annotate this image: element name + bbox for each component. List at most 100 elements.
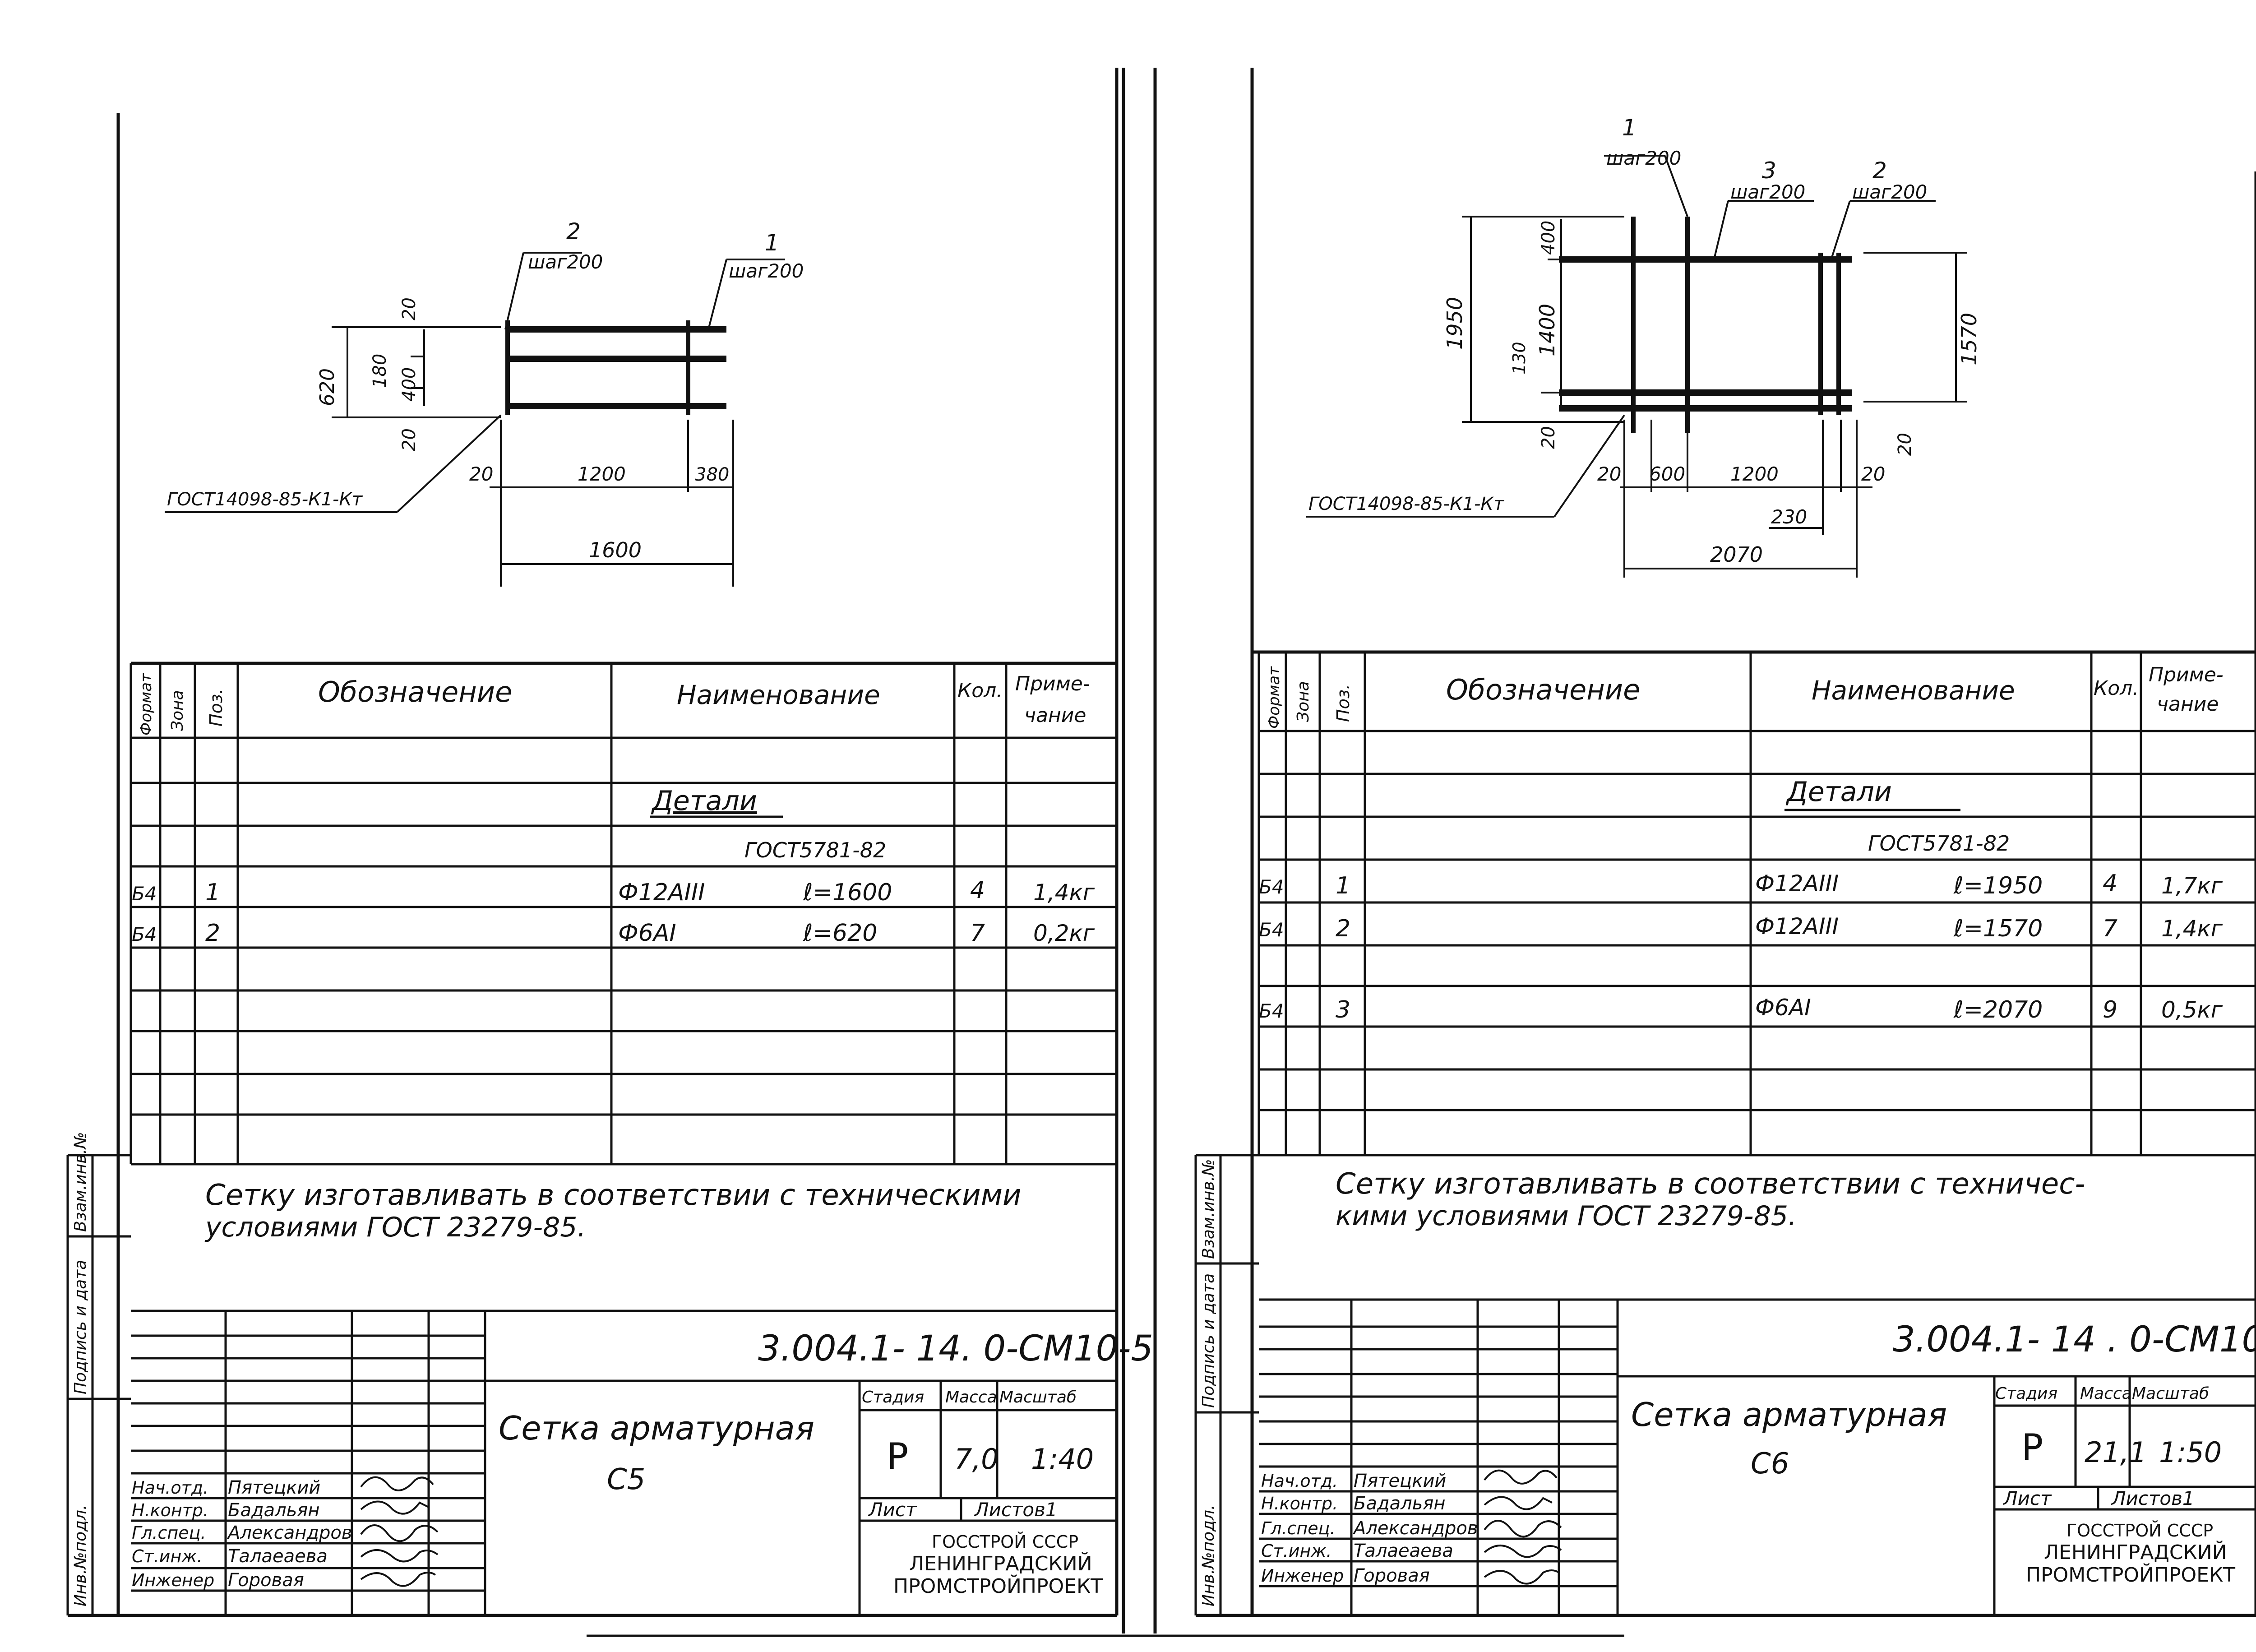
right-dim-1950: 1950: [1442, 297, 1467, 350]
right-scale-label: Масштаб: [2132, 1384, 2209, 1403]
left-header-zone: Зона: [168, 690, 187, 731]
right-sig2-name: Бадальян: [1354, 1493, 1445, 1514]
right-stage-label: Стадия: [1995, 1384, 2057, 1403]
left-org-line2: ЛЕНИНГРАДСКИЙ: [909, 1551, 1092, 1575]
left-row1-qty: 4: [970, 877, 985, 904]
left-row1-length: ℓ=1600: [803, 879, 892, 906]
left-callout-1-text: шаг200: [729, 260, 804, 282]
right-callout-3-num: 3: [1762, 157, 1776, 184]
left-sig2-role: Н.контр.: [132, 1500, 208, 1520]
right-dim-1400: 1400: [1535, 304, 1559, 356]
left-sig4-role: Ст.инж.: [132, 1546, 203, 1566]
right-tech-note-line2: кими условиями ГОСТ 23279-85.: [1336, 1200, 1797, 1232]
right-row3-length: ℓ=2070: [1953, 996, 2043, 1023]
left-title-line2: С5: [607, 1463, 645, 1496]
left-handwritten-signatures: [360, 1476, 439, 1587]
right-row3-name: Ф6АI: [1755, 995, 1811, 1021]
left-row2-format: Б4: [132, 923, 157, 945]
left-sig2-name: Бадальян: [228, 1500, 319, 1521]
right-row2-format: Б4: [1259, 919, 1284, 941]
left-doc-code: 3.004.1- 14. 0-СМ10-5: [758, 1328, 1153, 1369]
left-sig5-role: Инженер: [132, 1570, 214, 1590]
right-side-inv: Инв.№подл.: [1199, 1505, 1218, 1606]
left-dim-1600: 1600: [589, 538, 642, 562]
left-row2-note: 0,2кг: [1033, 920, 1095, 946]
right-callout-2-num: 2: [1872, 157, 1887, 184]
right-dim-600: 600: [1649, 463, 1685, 485]
right-row3-pos: 3: [1336, 996, 1350, 1023]
left-row1-note: 1,4кг: [1033, 879, 1095, 906]
right-row2-name: Ф12АIII: [1755, 913, 1839, 939]
left-sig3-name: Александров: [227, 1522, 352, 1543]
left-sig4-name: Талаеаева: [228, 1546, 328, 1567]
right-header-designation: Обозначение: [1446, 673, 1640, 706]
right-side-strip: Взам.инв.№ Подпись и дата Инв.№подл.: [1194, 1154, 1259, 1615]
left-stage: Р: [887, 1435, 908, 1477]
left-dim-620: 620: [316, 368, 339, 406]
right-callout-3-text: шаг200: [1730, 181, 1805, 203]
left-standard: ГОСТ5781-82: [744, 838, 886, 862]
right-sheet: 1 шаг200 3 шаг200 2 шаг200 1950 400 1400…: [1194, 68, 2256, 1617]
right-header-qty: Кол.: [2094, 677, 2139, 700]
left-dim-380: 380: [695, 464, 729, 485]
left-side-sign: Подпись и дата: [71, 1260, 90, 1394]
left-row1-name: Ф12АIII: [618, 879, 705, 906]
right-frame: [1196, 68, 2256, 1617]
left-org-line3: ПРОМСТРОЙПРОЕКТ: [893, 1574, 1103, 1598]
left-frame: [68, 68, 1119, 1617]
left-scale-label: Масштаб: [999, 1388, 1077, 1407]
left-title-line1: Сетка арматурная: [499, 1409, 814, 1447]
left-row2-qty: 7: [970, 920, 985, 947]
right-dim-130: 130: [1509, 342, 1529, 375]
right-sig1-role: Нач.отд.: [1261, 1471, 1338, 1491]
right-dim-1570: 1570: [1957, 313, 1981, 366]
left-dim-1200: 1200: [578, 463, 626, 485]
left-spec-table: Формат Зона Поз. Обозначение Наименовани…: [129, 663, 1117, 1166]
right-header-note-2: чание: [2157, 693, 2219, 716]
left-row2-pos: 2: [205, 920, 220, 947]
left-mesh-drawing: 1 шаг200 2 шаг200 620 180 400 20 20 20 1…: [165, 218, 804, 587]
left-mass: 7,0: [954, 1443, 999, 1476]
right-stage: Р: [2021, 1426, 2043, 1468]
right-sig4-name: Талаеаева: [1354, 1541, 1453, 1561]
left-tech-note-line1: Сетку изготавливать в соответствии с тех…: [205, 1179, 1022, 1212]
right-header-name: Наименование: [1812, 675, 2015, 706]
right-header-note-1: Приме-: [2149, 663, 2224, 686]
left-sig1-role: Нач.отд.: [132, 1478, 208, 1498]
right-sig3-role: Гл.спец.: [1261, 1518, 1336, 1538]
right-sig2-role: Н.контр.: [1261, 1494, 1338, 1513]
left-row2-name: Ф6АI: [618, 920, 676, 947]
right-title-line1: Сетка арматурная: [1631, 1396, 1947, 1434]
right-doc-code: 3.004.1- 14 . 0-СМ10-6: [1893, 1319, 2256, 1360]
right-sheets-label: Листов1: [2111, 1487, 2195, 1509]
right-side-sign: Подпись и дата: [1199, 1273, 1218, 1408]
right-row2-length: ℓ=1570: [1953, 915, 2043, 942]
right-scale: 1:50: [2159, 1436, 2222, 1469]
left-sig5-name: Горовая: [228, 1570, 304, 1591]
left-tech-note: Сетку изготавливать в соответствии с тех…: [204, 1179, 1022, 1243]
left-sig3-role: Гл.спец.: [132, 1523, 206, 1543]
left-header-designation: Обозначение: [318, 676, 512, 708]
left-row2-length: ℓ=620: [803, 920, 877, 947]
right-header-zone: Зона: [1294, 681, 1313, 722]
right-row3-format: Б4: [1259, 1000, 1284, 1022]
right-mass-label: Масса: [2080, 1384, 2132, 1403]
left-row1-format: Б4: [132, 883, 157, 905]
right-row2-qty: 7: [2103, 915, 2117, 942]
left-header-format: Формат: [137, 673, 155, 736]
right-section-details: Детали: [1785, 776, 1892, 808]
right-row1-length: ℓ=1950: [1953, 872, 2043, 899]
left-sheet-label: Лист: [868, 1499, 917, 1521]
right-row3-note: 0,5кг: [2161, 997, 2223, 1023]
right-row2-note: 1,4кг: [2161, 916, 2223, 942]
right-mass: 21,1: [2085, 1436, 2147, 1469]
right-dim-20-b2: 20: [1861, 463, 1885, 485]
left-dim-400: 400: [399, 367, 420, 402]
right-org-line2: ЛЕНИНГРАДСКИЙ: [2044, 1540, 2227, 1564]
right-dim-230: 230: [1771, 506, 1807, 528]
right-handwritten-signatures: [1484, 1469, 1562, 1585]
left-callout-2-num: 2: [566, 218, 581, 245]
right-sig1-name: Пятецкий: [1354, 1471, 1446, 1491]
right-row1-name: Ф12АIII: [1755, 870, 1839, 897]
